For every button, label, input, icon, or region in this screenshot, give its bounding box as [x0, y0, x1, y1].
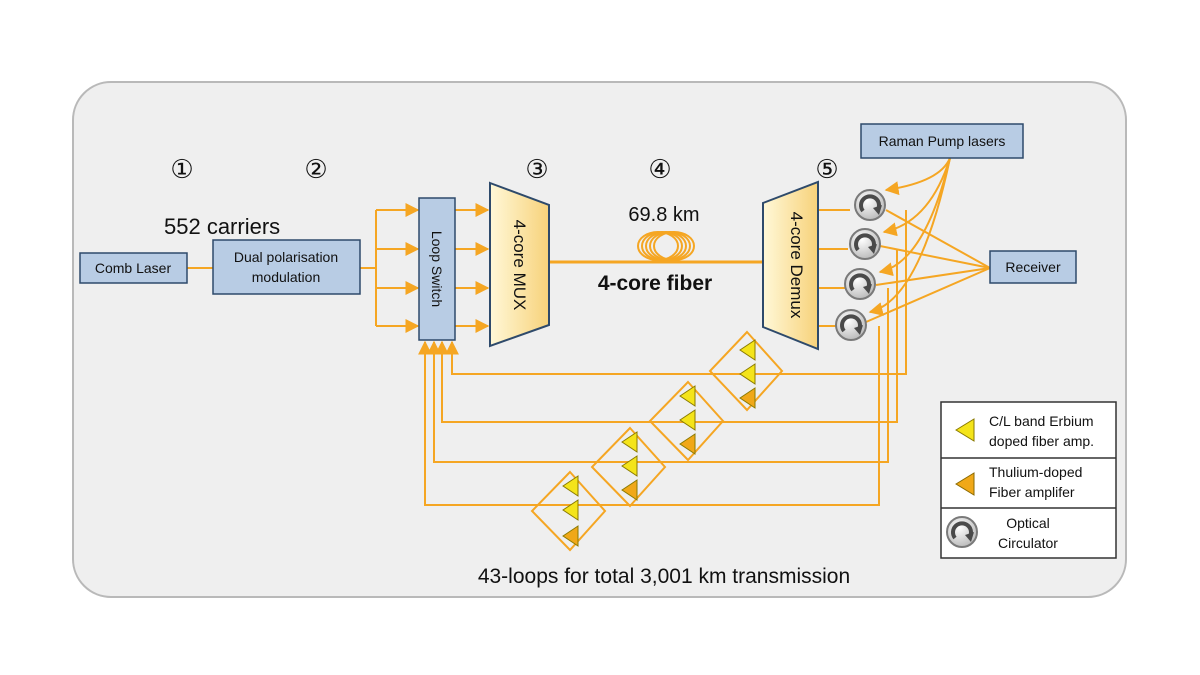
modulation-label-line2: modulation: [252, 269, 321, 285]
legend-edfa-icon: [955, 418, 975, 442]
legend-tdfa-line1: Thulium-doped: [989, 464, 1082, 480]
tdfa-triangle-icon: [562, 525, 579, 547]
fiber-label: 4-core fiber: [598, 272, 712, 295]
amplifier-group-2: [679, 385, 696, 455]
demux-block: [762, 180, 819, 351]
tdfa-triangle-icon: [679, 433, 696, 455]
edfa-triangle-icon: [679, 409, 696, 431]
edfa-triangle-icon: [562, 475, 579, 497]
step-marker-4: ④: [648, 154, 671, 184]
legend-tdfa-line2: Fiber amplifer: [989, 484, 1075, 500]
edfa-triangle-icon: [679, 385, 696, 407]
circulator-4: [834, 308, 868, 342]
edfa-triangle-icon: [621, 431, 638, 453]
modulation-label-line1: Dual polarisation: [234, 249, 338, 265]
amplifier-group-3: [621, 431, 638, 501]
legend: C/L band Erbium doped fiber amp. Thulium…: [940, 401, 1117, 559]
legend-circ-line1: Optical: [1006, 515, 1050, 531]
receiver-label: Receiver: [1005, 259, 1061, 275]
legend-edfa-line1: C/L band Erbium: [989, 413, 1094, 429]
step-marker-2: ②: [304, 154, 327, 184]
loop-switch-box: [418, 197, 456, 341]
fiber-coil-icon: [637, 231, 695, 261]
loops-caption: 43-loops for total 3,001 km transmission: [478, 565, 850, 588]
comb-laser-box: [79, 252, 188, 284]
amplifier-group-4: [562, 475, 579, 547]
step-markers: ① ② ③ ④ ⑤: [170, 154, 838, 184]
tdfa-triangle-icon: [621, 479, 638, 501]
span-length-label: 69.8 km: [628, 204, 699, 226]
receiver-box: [989, 250, 1077, 284]
step-marker-1: ①: [170, 154, 193, 184]
legend-circulator-icon: [945, 515, 979, 549]
edfa-triangle-icon: [739, 339, 756, 361]
demux-label: 4-core Demux: [787, 212, 806, 319]
circulator-1: [853, 188, 887, 222]
legend-circ-line2: Circulator: [998, 535, 1058, 551]
amplifier-group-1: [739, 339, 756, 409]
carriers-label: 552 carriers: [164, 214, 280, 239]
legend-edfa-line2: doped fiber amp.: [989, 433, 1094, 449]
mux-label: 4-core MUX: [510, 220, 529, 311]
optical-paths: [187, 157, 991, 552]
modulation-box: [212, 239, 361, 295]
circulator-3: [843, 267, 877, 301]
raman-pump-box: [860, 123, 1024, 159]
tdfa-triangle-icon: [739, 387, 756, 409]
raman-pump-label: Raman Pump lasers: [879, 133, 1006, 149]
step-marker-5: ⑤: [815, 154, 838, 184]
circulator-2: [848, 227, 882, 261]
comb-laser-label: Comb Laser: [95, 260, 172, 276]
step-marker-3: ③: [525, 154, 548, 184]
edfa-triangle-icon: [739, 363, 756, 385]
edfa-triangle-icon: [562, 499, 579, 521]
edfa-triangle-icon: [621, 455, 638, 477]
mux-block: [489, 181, 550, 348]
loop-switch-label: Loop Switch: [429, 231, 445, 307]
legend-tdfa-icon: [955, 472, 975, 496]
